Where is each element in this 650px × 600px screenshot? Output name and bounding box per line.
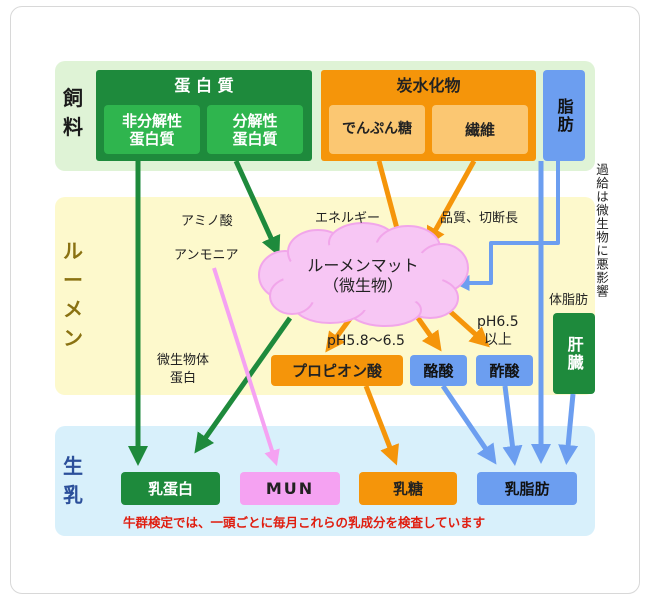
milk-test-note: 牛群検定では、一頭ごとに毎月これらの乳成分を検査しています xyxy=(123,515,486,530)
rumen-mat-line2: （微生物） xyxy=(322,276,403,295)
fiber-box: 繊維 xyxy=(432,105,528,154)
arrow-ammonia-to-mun xyxy=(212,267,280,467)
arrow-mat-to-butyric xyxy=(415,316,442,352)
propionic-acid-box: プロピオン酸 xyxy=(271,355,403,386)
milk-protein-box: 乳蛋白 xyxy=(121,472,220,505)
degradable-protein-box: 分解性 蛋白質 xyxy=(207,105,303,154)
arrow-mat-to-milk-protein xyxy=(194,316,293,454)
energy-label: エネルギー xyxy=(315,211,381,226)
ph-range-label: pH5.8～6.5 xyxy=(327,333,405,349)
protein-header: 蛋 白 質 xyxy=(174,76,234,96)
ammonia-label: アンモニア xyxy=(174,248,239,263)
arrow-propionic-to-lactose xyxy=(363,385,399,466)
rumen-mat-line1: ルーメンマット xyxy=(307,256,419,275)
ph-high-label: pH6.5 以上 xyxy=(477,314,519,348)
butyric-acid-box: 酪酸 xyxy=(410,355,467,386)
rumen-section-label: ル ー メ ン xyxy=(63,239,83,350)
arrow-acetic-to-milk-fat xyxy=(502,385,523,466)
microbial-protein-label: 微生物体 蛋白 xyxy=(157,353,210,387)
amino-acid-label: アミノ酸 xyxy=(181,214,233,229)
mun-box: MUN xyxy=(240,472,340,505)
arrow-feed-fat-to-mat xyxy=(466,161,560,285)
liver-box: 肝臓 xyxy=(553,313,595,394)
arrow-liver-to-milk-fat xyxy=(558,393,579,465)
quality-cut-label: 品質、切断長 xyxy=(440,211,519,226)
starch-sugar-box: でんぷん糖 xyxy=(329,105,425,154)
body-fat-label: 体脂肪 xyxy=(549,293,589,308)
feed-fat-box: 脂肪 xyxy=(543,70,585,161)
rumen-mat-cloud xyxy=(258,222,469,327)
milk-fat-box: 乳脂肪 xyxy=(477,472,577,505)
feed-section-label: 飼 料 xyxy=(63,86,83,139)
lactose-box: 乳糖 xyxy=(359,472,457,505)
milk-section-label: 生 乳 xyxy=(63,454,83,507)
rumen-mat-label: ルーメンマット （微生物） xyxy=(283,256,443,296)
arrow-fiber-to-mat xyxy=(426,159,477,247)
arrow-degradable-to-mat xyxy=(233,159,281,257)
acetic-acid-box: 酢酸 xyxy=(476,355,533,386)
excess-fat-note: 過給は微生物に悪影響 xyxy=(594,163,609,298)
carbohydrate-header: 炭水化物 xyxy=(396,76,461,96)
arrow-butyric-to-milk-fat xyxy=(440,384,497,465)
non-degradable-protein-box: 非分解性 蛋白質 xyxy=(104,105,200,154)
